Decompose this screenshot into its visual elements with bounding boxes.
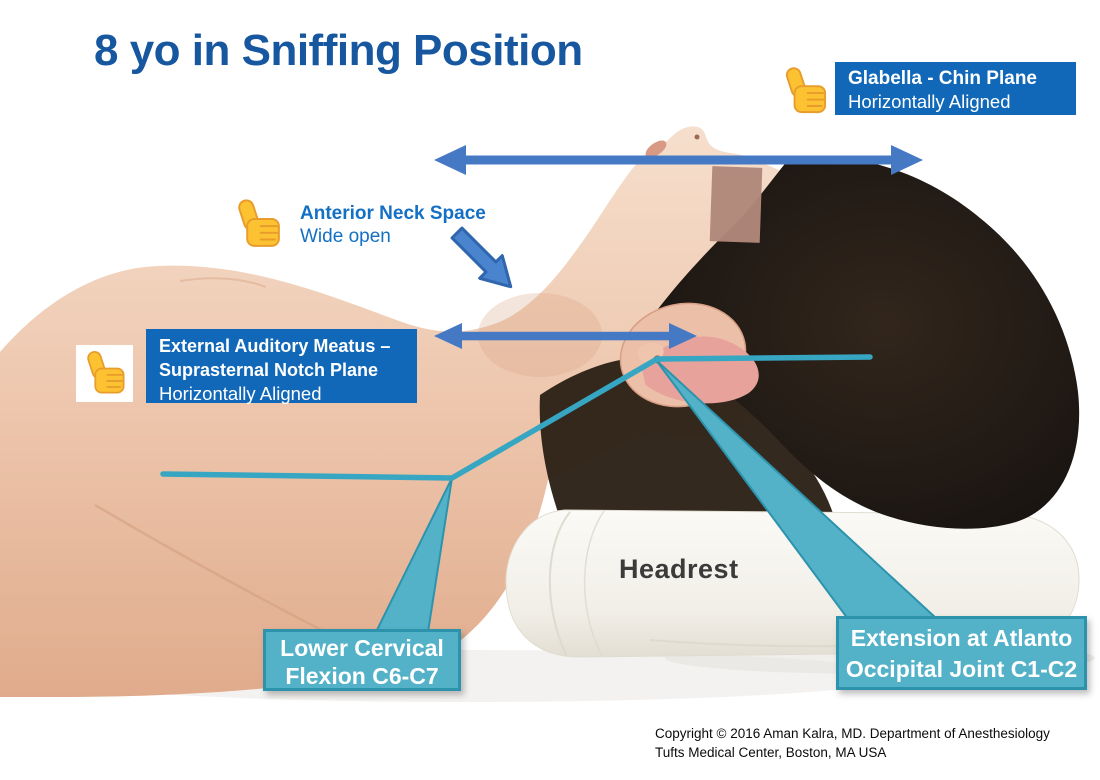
lips-shape	[645, 140, 667, 158]
lower-cervical-flexion-callout: Lower Cervical Flexion C6-C7	[263, 629, 461, 691]
nostril-shape	[694, 134, 700, 140]
glabella-chin-plane-label: Glabella - Chin Plane Horizontally Align…	[835, 62, 1076, 115]
anterior-neck-sub: Wide open	[300, 226, 391, 247]
headrest-label: Headrest	[619, 554, 739, 584]
thumbs-up-icon	[76, 345, 133, 402]
glabella-heading: Glabella - Chin Plane	[848, 68, 1037, 89]
glabella-sub: Horizontally Aligned	[848, 91, 1011, 112]
thumbs-up-icon	[229, 196, 286, 253]
anterior-neck-space-label: Anterior Neck Space Wide open	[300, 202, 486, 248]
shoulder-crease	[179, 277, 267, 288]
privacy-patch	[709, 166, 763, 243]
copyright-line2: Tufts Medical Center, Boston, MA USA	[655, 744, 887, 760]
glabella-plane-double-arrow-icon	[434, 145, 923, 175]
atlanto-line1: Extension at Atlanto	[850, 625, 1073, 651]
copyright-notice: Copyright © 2016 Aman Kalra, MD. Departm…	[655, 725, 1050, 762]
eam-sub: Horizontally Aligned	[159, 383, 322, 404]
hair-shape	[643, 156, 1080, 529]
towel-fold-2	[583, 510, 605, 657]
cervical-alignment-line	[160, 354, 873, 481]
towel-fold-1	[548, 511, 571, 656]
atlanto-line2: Occipital Joint C1-C2	[845, 656, 1078, 682]
body-skin-shape	[0, 126, 872, 698]
neck-space-diagonal-arrow-icon	[450, 226, 513, 289]
page-title: 8 yo in Sniffing Position	[94, 26, 583, 75]
atlanto-occipital-callout: Extension at Atlanto Occipital Joint C1-…	[836, 616, 1087, 690]
thumbs-up-icon	[777, 64, 832, 119]
eam-heading-line2: Suprasternal Notch Plane	[159, 360, 379, 380]
eam-plane-double-arrow-icon	[434, 323, 697, 349]
lower-cervical-line2: Flexion C6-C7	[285, 663, 439, 689]
lower-cervical-line1: Lower Cervical	[280, 635, 444, 661]
copyright-line1: Copyright © 2016 Aman Kalra, MD. Departm…	[655, 726, 1050, 741]
anterior-neck-heading: Anterior Neck Space	[300, 203, 486, 224]
eam-suprasternal-label: External Auditory Meatus – Suprasternal …	[146, 329, 417, 404]
eam-heading-line1: External Auditory Meatus –	[159, 336, 391, 356]
